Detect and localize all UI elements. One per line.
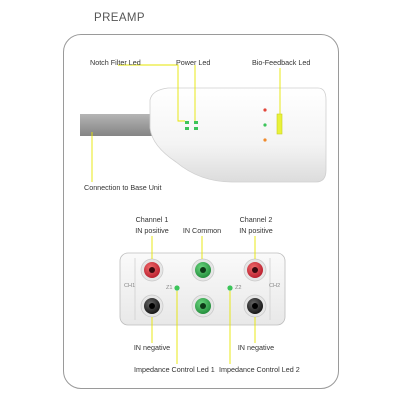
callout-notch [118, 64, 185, 122]
page-title: PREAMP [94, 12, 145, 24]
label-power-led: Power Led [176, 58, 211, 67]
impedance-led-2-icon [227, 285, 233, 291]
preamp-body [149, 87, 327, 183]
label-ch2-in-negative: IN negative [237, 343, 275, 352]
impedance-led-1-icon [174, 285, 180, 291]
label-channel-2: Channel 2 [239, 215, 273, 224]
panel-label-ch1: CH1 [124, 283, 136, 289]
label-bio-feedback-led: Bio-Feedback Led [252, 58, 311, 67]
connector-common-2[interactable] [191, 294, 215, 318]
panel-label-z2: Z2 [235, 285, 242, 291]
bio-led-red-icon [263, 108, 267, 112]
panel-label-ch2: CH2 [269, 283, 281, 289]
label-impedance-led-1: Impedance Control Led 1 [134, 365, 215, 374]
label-ch1-in-positive: IN positive [135, 226, 169, 235]
label-impedance-led-2: Impedance Control Led 2 [219, 365, 300, 374]
power-led-icon [194, 121, 198, 124]
notch-filter-led-icon [185, 121, 189, 124]
panel-label-z1: Z1 [166, 285, 173, 291]
connector-ch1-negative[interactable] [140, 294, 164, 318]
label-in-common: IN Common [182, 226, 222, 235]
bio-feedback-bar-icon [276, 113, 283, 135]
label-notch-filter-led: Notch Filter Led [90, 58, 141, 67]
label-channel-1: Channel 1 [135, 215, 169, 224]
notch-filter-led-2-icon [185, 127, 189, 130]
connector-in-common[interactable] [191, 258, 215, 282]
label-connection-to-base-unit: Connection to Base Unit [84, 183, 162, 192]
connector-ch2-positive[interactable] [243, 258, 267, 282]
connector-ch2-negative[interactable] [243, 294, 267, 318]
label-ch1-in-negative: IN negative [133, 343, 171, 352]
diagram-frame [63, 34, 339, 389]
bio-led-orange-icon [263, 138, 267, 142]
cable [80, 114, 172, 136]
connector-ch1-positive[interactable] [140, 258, 164, 282]
label-ch2-in-positive: IN positive [239, 226, 273, 235]
power-led-2-icon [194, 127, 198, 130]
bio-led-green-icon [263, 123, 267, 127]
